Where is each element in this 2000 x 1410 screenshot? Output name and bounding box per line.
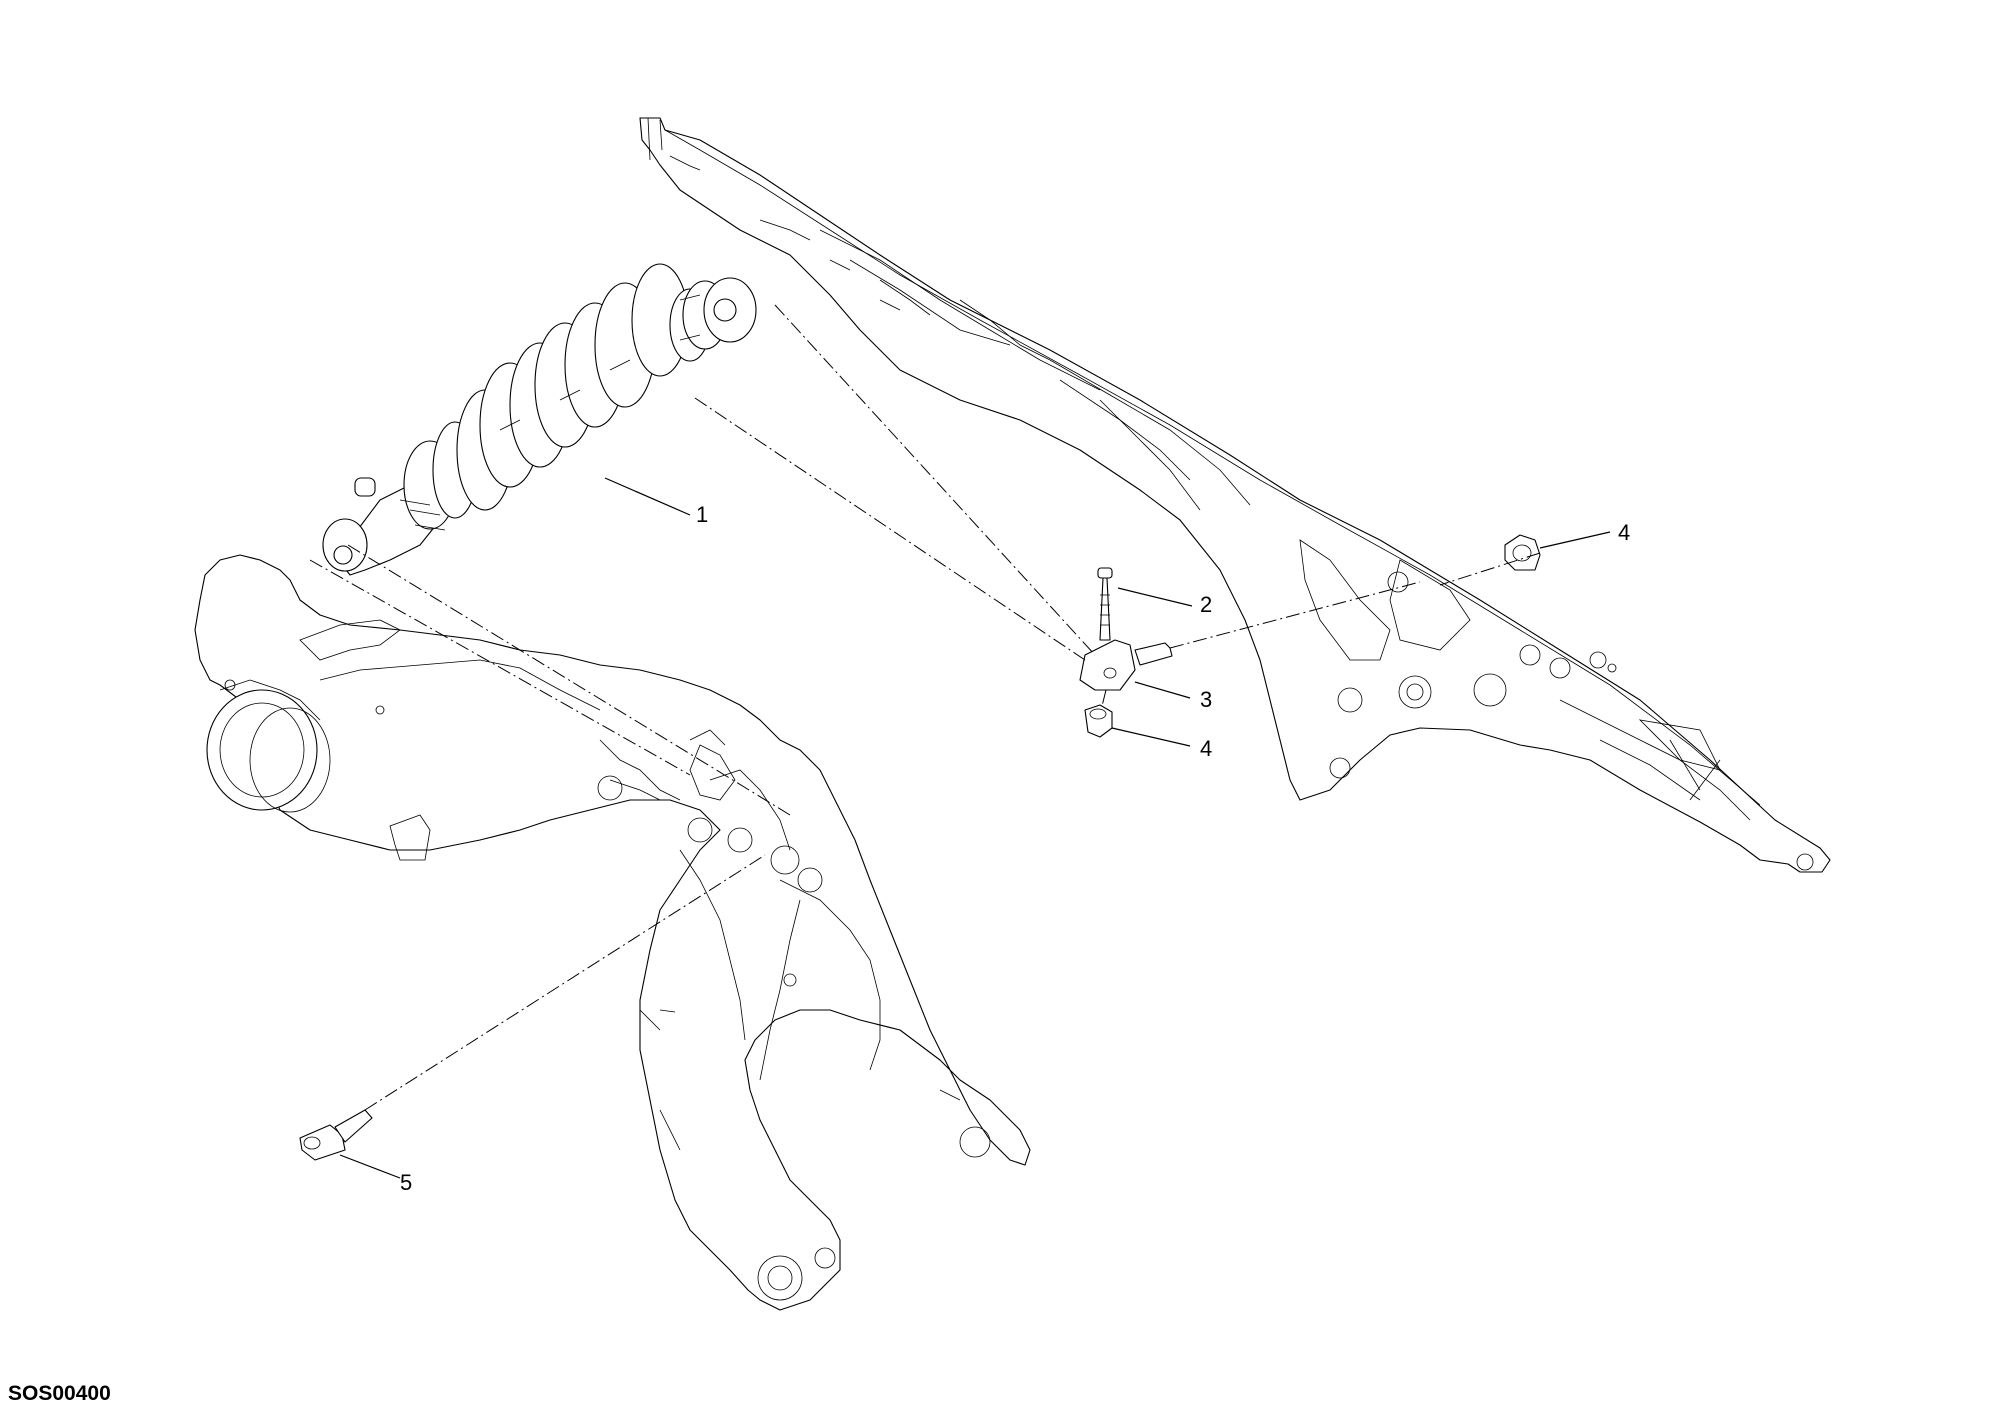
rear-frame (639, 117, 1831, 873)
shock-absorber (322, 263, 757, 576)
leader-5 (339, 1154, 401, 1179)
nut-lower (1084, 704, 1113, 738)
leader-4-upper (1539, 531, 1611, 549)
callout-3: 3 (1200, 687, 1212, 712)
bolt (299, 1109, 373, 1161)
leader-2 (1117, 587, 1193, 607)
bracket-assembly (1079, 567, 1173, 691)
callout-2: 2 (1200, 592, 1212, 617)
leader-3 (1134, 681, 1191, 699)
swingarm (194, 554, 1031, 1311)
nut-upper (1504, 534, 1541, 571)
callout-5: 5 (400, 1170, 412, 1195)
leader-1 (604, 477, 691, 516)
callout-4-upper: 4 (1618, 520, 1630, 545)
callout-4-lower: 4 (1200, 736, 1212, 761)
leader-4-lower (1111, 727, 1191, 747)
callout-1: 1 (696, 502, 708, 527)
drawing-code: SOS00400 (8, 1382, 111, 1405)
alignment-lines (309, 304, 1541, 1111)
leader-lines (339, 477, 1611, 1179)
